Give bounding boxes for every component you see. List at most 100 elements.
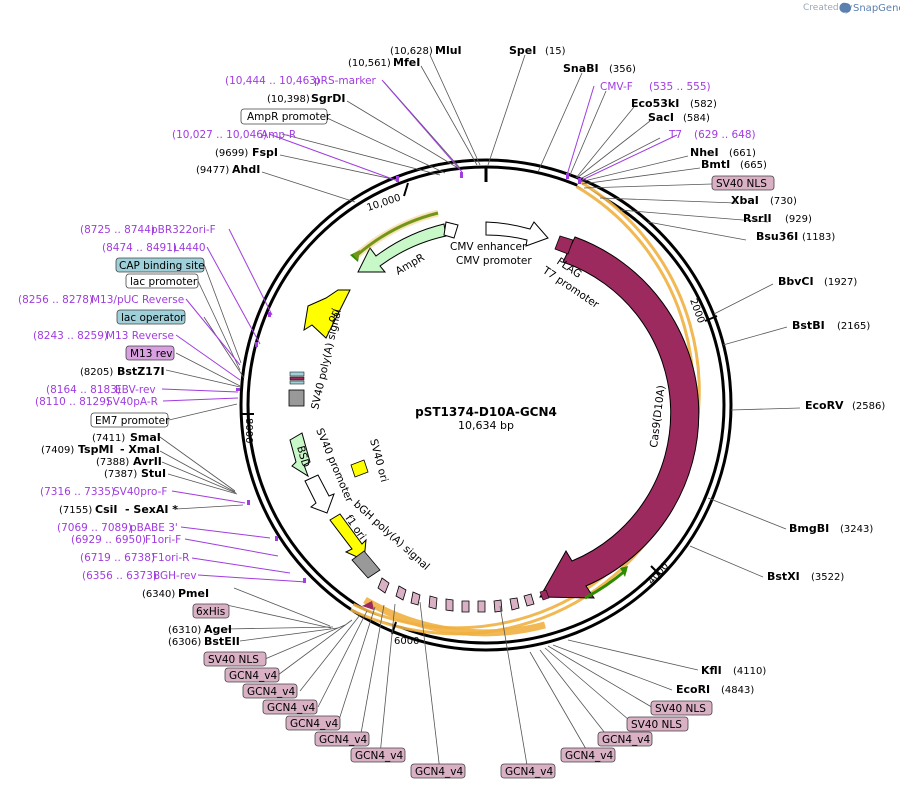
gcn4-box[interactable] <box>597 731 653 747</box>
ori-feature-arrow[interactable] <box>303 289 351 339</box>
sv40pro-f-primer[interactable]: SV40pro-F <box>113 486 167 498</box>
f1ori-f-primer[interactable]: F1ori-F <box>145 534 181 546</box>
gcn4-box[interactable] <box>314 731 370 747</box>
sv40-nls-box-1[interactable] <box>650 700 713 716</box>
gcn4-arrow[interactable] <box>477 600 486 613</box>
cmv-promoter-label: CMV promoter <box>456 255 532 267</box>
bsu36i-site[interactable]: Bsu36I <box>756 230 798 243</box>
gcn4-arrow[interactable] <box>461 600 470 613</box>
gcn4-arrow[interactable] <box>377 577 390 594</box>
gcn4-box[interactable] <box>262 699 318 715</box>
bgh-rev-primer[interactable]: BGH-rev <box>153 570 197 582</box>
gcn4-arrow[interactable] <box>395 585 407 601</box>
gcn4-arrow[interactable] <box>509 597 520 611</box>
sv40-nls-box-2[interactable] <box>626 716 689 732</box>
csii-site[interactable]: CsiI <box>95 503 117 516</box>
bstbi-site[interactable]: BstBI <box>792 319 825 332</box>
cap-binding-block[interactable] <box>289 380 305 385</box>
nhei-site[interactable]: NheI <box>690 146 719 159</box>
gcn4-arrow[interactable] <box>523 593 535 607</box>
bstz17i-site[interactable]: BstZ17I <box>117 365 165 378</box>
prs-marker-primer[interactable]: pRS-marker <box>314 75 377 87</box>
gcn4-box[interactable] <box>242 683 298 699</box>
sv40-nls-block[interactable] <box>539 589 550 601</box>
lac-promoter-box[interactable] <box>125 273 199 289</box>
gcn4-box[interactable] <box>410 763 466 779</box>
m13-rev-block[interactable] <box>289 376 305 381</box>
gcn4-box[interactable] <box>500 763 556 779</box>
sv40-ori-block[interactable] <box>350 459 369 478</box>
pbabe3-primer[interactable]: pBABE 3' <box>130 522 178 534</box>
cap-binding-site-box[interactable] <box>115 257 205 273</box>
avrii-site[interactable]: AvrII <box>133 455 162 468</box>
spei-site[interactable]: SpeI <box>509 44 536 57</box>
bstxi-site[interactable]: BstXI <box>767 570 800 583</box>
ampr-feature-arrow[interactable] <box>357 223 447 273</box>
sexai-site[interactable]: - SexAI * <box>125 503 178 516</box>
his6-box[interactable] <box>192 603 230 619</box>
sv40-ori-label: SV40 ori <box>367 438 390 484</box>
gcn4-arrow[interactable] <box>493 599 503 613</box>
sv40-nls-box-left[interactable] <box>203 651 267 667</box>
bmgbi-site[interactable]: BmgBI <box>789 522 829 535</box>
gcn4-box[interactable] <box>350 747 406 763</box>
bsd-feature-arrow[interactable] <box>289 432 311 478</box>
f1-ori-arrow[interactable] <box>329 513 367 561</box>
stui-site[interactable]: StuI <box>141 467 166 480</box>
lac-operator-block[interactable] <box>289 371 305 377</box>
pbabe3-range: (7069 .. 7089) <box>57 522 132 534</box>
sgrdi-site[interactable]: SgrDI <box>311 92 345 105</box>
ecorv-site[interactable]: EcoRV <box>805 399 844 412</box>
sv40-promoter-arrow[interactable] <box>304 474 335 514</box>
rsrii-site[interactable]: RsrII <box>743 212 772 225</box>
kfli-site[interactable]: KflI <box>701 664 722 677</box>
cmv-arrow[interactable] <box>485 221 549 247</box>
snabi-site[interactable]: SnaBI <box>563 62 599 75</box>
m13-reverse-primer[interactable]: M13 Reverse <box>106 330 174 342</box>
t7-range: (629 .. 648) <box>694 129 756 141</box>
tspmi-site[interactable]: TspMI <box>78 443 114 456</box>
ampr-promoter-block[interactable] <box>443 221 459 239</box>
tick-label-4000: 4000 <box>646 561 671 587</box>
fspi-site[interactable]: FspI <box>252 146 278 159</box>
ecori-site[interactable]: EcoRI <box>676 683 710 696</box>
t7-primer[interactable]: T7 <box>668 129 682 141</box>
gcn4-box[interactable] <box>224 667 280 683</box>
ahdi-site[interactable]: AhdI <box>232 163 260 176</box>
cas9-feature-arrow[interactable] <box>539 236 700 599</box>
gcn4-arrow[interactable] <box>410 591 421 606</box>
bgh-polya-block[interactable] <box>351 550 381 579</box>
agei-site[interactable]: AgeI <box>204 623 232 636</box>
mlui-site[interactable]: MluI <box>435 44 462 57</box>
ampr-promoter-box[interactable] <box>240 108 328 125</box>
sv40-polya-block[interactable] <box>288 389 305 407</box>
sv40-nls-text-1: SV40 NLS <box>655 703 706 715</box>
l4440-primer[interactable]: L4440 <box>173 242 206 254</box>
ebv-rev-primer[interactable]: EBV-rev <box>115 384 156 396</box>
bmti-site[interactable]: BmtI <box>701 158 730 171</box>
lac-operator-box[interactable] <box>116 309 186 325</box>
gcn4-box[interactable] <box>560 747 616 763</box>
amp-r-primer[interactable]: Amp-R <box>261 129 296 141</box>
saci-site[interactable]: SacI <box>648 111 674 124</box>
xmai-site[interactable]: - XmaI <box>120 443 160 456</box>
mfei-site[interactable]: MfeI <box>393 56 420 69</box>
pmei-site[interactable]: PmeI <box>178 587 209 600</box>
m13-rev-box[interactable] <box>125 345 175 361</box>
m13-puc-reverse-primer[interactable]: M13/pUC Reverse <box>91 294 184 306</box>
sv40pa-r-primer[interactable]: SV40pA-R <box>106 396 158 408</box>
gcn4-arrow[interactable] <box>428 595 438 610</box>
bsteii-site[interactable]: BstEII <box>204 635 240 648</box>
eco53ki-site[interactable]: Eco53kI <box>631 97 679 110</box>
f1ori-r-primer[interactable]: F1ori-R <box>152 552 189 564</box>
sv40-nls-box-top[interactable] <box>711 175 775 191</box>
xbai-site[interactable]: XbaI <box>731 194 759 207</box>
smai-site[interactable]: SmaI <box>130 431 161 444</box>
em7-promoter-box[interactable] <box>90 412 169 428</box>
gcn4-box[interactable] <box>285 715 341 731</box>
cmv-f-primer[interactable]: CMV-F <box>600 81 633 93</box>
pbr322ori-f-primer[interactable]: pBR322ori-F <box>151 224 216 236</box>
flag-feature[interactable] <box>554 235 574 255</box>
bbvci-site[interactable]: BbvCI <box>778 275 814 288</box>
gcn4-arrow[interactable] <box>445 598 454 612</box>
